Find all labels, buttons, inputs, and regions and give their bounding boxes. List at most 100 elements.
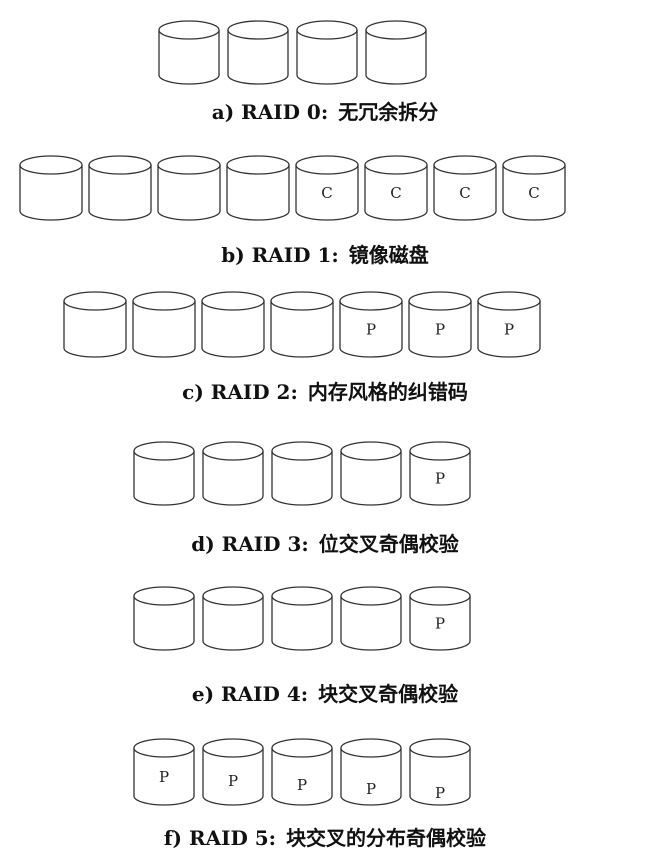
disk-raid4-2 — [202, 586, 264, 651]
disk-raid2-7: P — [477, 291, 541, 358]
disk-raid4-4 — [340, 586, 402, 651]
disk-body — [271, 451, 333, 506]
parity-disk-label: P — [228, 772, 238, 790]
disk-raid1-2 — [88, 155, 152, 221]
disk-body — [201, 301, 265, 358]
parity-disk-label: P — [159, 768, 169, 786]
disk-raid0-3 — [296, 20, 358, 85]
parity-disk-label: P — [366, 780, 376, 798]
caption-raid5: f) RAID 5:块交叉的分布奇偶校验 — [0, 822, 650, 851]
disk-top — [202, 738, 264, 758]
disk-raid1-6: C — [364, 155, 428, 221]
disk-body — [409, 451, 471, 506]
disk-raid4-5: P — [409, 586, 471, 651]
disk-raid4-3 — [271, 586, 333, 651]
disk-top — [296, 20, 358, 40]
disk-top — [409, 441, 471, 461]
disk-top — [365, 20, 427, 40]
disk-top — [270, 291, 334, 311]
disk-raid2-2 — [132, 291, 196, 358]
disk-body — [340, 451, 402, 506]
disk-body — [339, 301, 403, 358]
disk-raid3-1 — [133, 441, 195, 506]
disk-body — [296, 30, 358, 85]
disk-top — [157, 155, 221, 175]
disk-top — [158, 20, 220, 40]
disk-body — [409, 748, 471, 806]
parity-disk-label: P — [435, 615, 445, 633]
disk-raid0-2 — [227, 20, 289, 85]
disk-body — [270, 301, 334, 358]
disk-top — [202, 441, 264, 461]
disk-body — [19, 165, 83, 221]
disk-raid1-4 — [226, 155, 290, 221]
disk-body — [63, 301, 127, 358]
parity-disk-label: P — [297, 776, 307, 794]
disk-body — [340, 596, 402, 651]
disk-top — [133, 441, 195, 461]
disk-body — [157, 165, 221, 221]
disk-body — [202, 596, 264, 651]
disk-body — [340, 748, 402, 806]
disk-body — [502, 165, 566, 221]
caption-label: e) RAID 4: — [191, 682, 309, 706]
caption-label: d) RAID 3: — [191, 532, 309, 556]
disk-raid3-5: P — [409, 441, 471, 506]
disk-raid1-8: C — [502, 155, 566, 221]
parity-disk-label: P — [504, 321, 514, 339]
disk-top — [340, 441, 402, 461]
disk-body — [271, 596, 333, 651]
disk-raid2-4 — [270, 291, 334, 358]
disk-body — [132, 301, 196, 358]
disk-top — [364, 155, 428, 175]
disk-raid0-1 — [158, 20, 220, 85]
disk-raid5-4: P — [340, 738, 402, 806]
disk-body — [477, 301, 541, 358]
disk-body — [158, 30, 220, 85]
check-disk-label: C — [459, 184, 470, 202]
disk-raid1-1 — [19, 155, 83, 221]
disk-raid5-1: P — [133, 738, 195, 806]
caption-desc: 无冗余拆分 — [338, 100, 439, 124]
caption-label: a) RAID 0: — [211, 100, 329, 124]
caption-label: c) RAID 2: — [182, 380, 298, 404]
disk-raid2-5: P — [339, 291, 403, 358]
disk-top — [433, 155, 497, 175]
parity-disk-label: P — [366, 321, 376, 339]
disk-body — [202, 748, 264, 806]
disk-raid3-2 — [202, 441, 264, 506]
disk-body — [295, 165, 359, 221]
disk-top — [133, 738, 195, 758]
disk-body — [364, 165, 428, 221]
check-disk-label: C — [528, 184, 539, 202]
disk-raid0-4 — [365, 20, 427, 85]
disk-raid1-7: C — [433, 155, 497, 221]
check-disk-label: C — [321, 184, 332, 202]
disk-raid1-5: C — [295, 155, 359, 221]
caption-desc: 位交叉奇偶校验 — [318, 532, 459, 556]
caption-desc: 块交叉奇偶校验 — [318, 682, 459, 706]
caption-desc: 镜像磁盘 — [348, 243, 429, 267]
disk-top — [19, 155, 83, 175]
disk-body — [133, 451, 195, 506]
disk-top — [271, 441, 333, 461]
disk-top — [477, 291, 541, 311]
disk-body — [202, 451, 264, 506]
caption-raid4: e) RAID 4: 块交叉奇偶校验 — [0, 678, 650, 707]
caption-raid2: c) RAID 2:内存风格的纠错码 — [0, 376, 650, 405]
disk-top — [502, 155, 566, 175]
disk-top — [408, 291, 472, 311]
disk-top — [340, 738, 402, 758]
caption-raid1: b) RAID 1:镜像磁盘 — [0, 239, 650, 268]
caption-raid3: d) RAID 3: 位交叉奇偶校验 — [0, 528, 650, 557]
check-disk-label: C — [390, 184, 401, 202]
disk-top — [226, 155, 290, 175]
disk-top — [201, 291, 265, 311]
disk-top — [271, 738, 333, 758]
caption-desc: 块交叉的分布奇偶校验 — [286, 826, 487, 850]
disk-raid2-6: P — [408, 291, 472, 358]
disk-top — [63, 291, 127, 311]
parity-disk-label: P — [435, 321, 445, 339]
disk-raid5-5: P — [409, 738, 471, 806]
disk-raid5-2: P — [202, 738, 264, 806]
